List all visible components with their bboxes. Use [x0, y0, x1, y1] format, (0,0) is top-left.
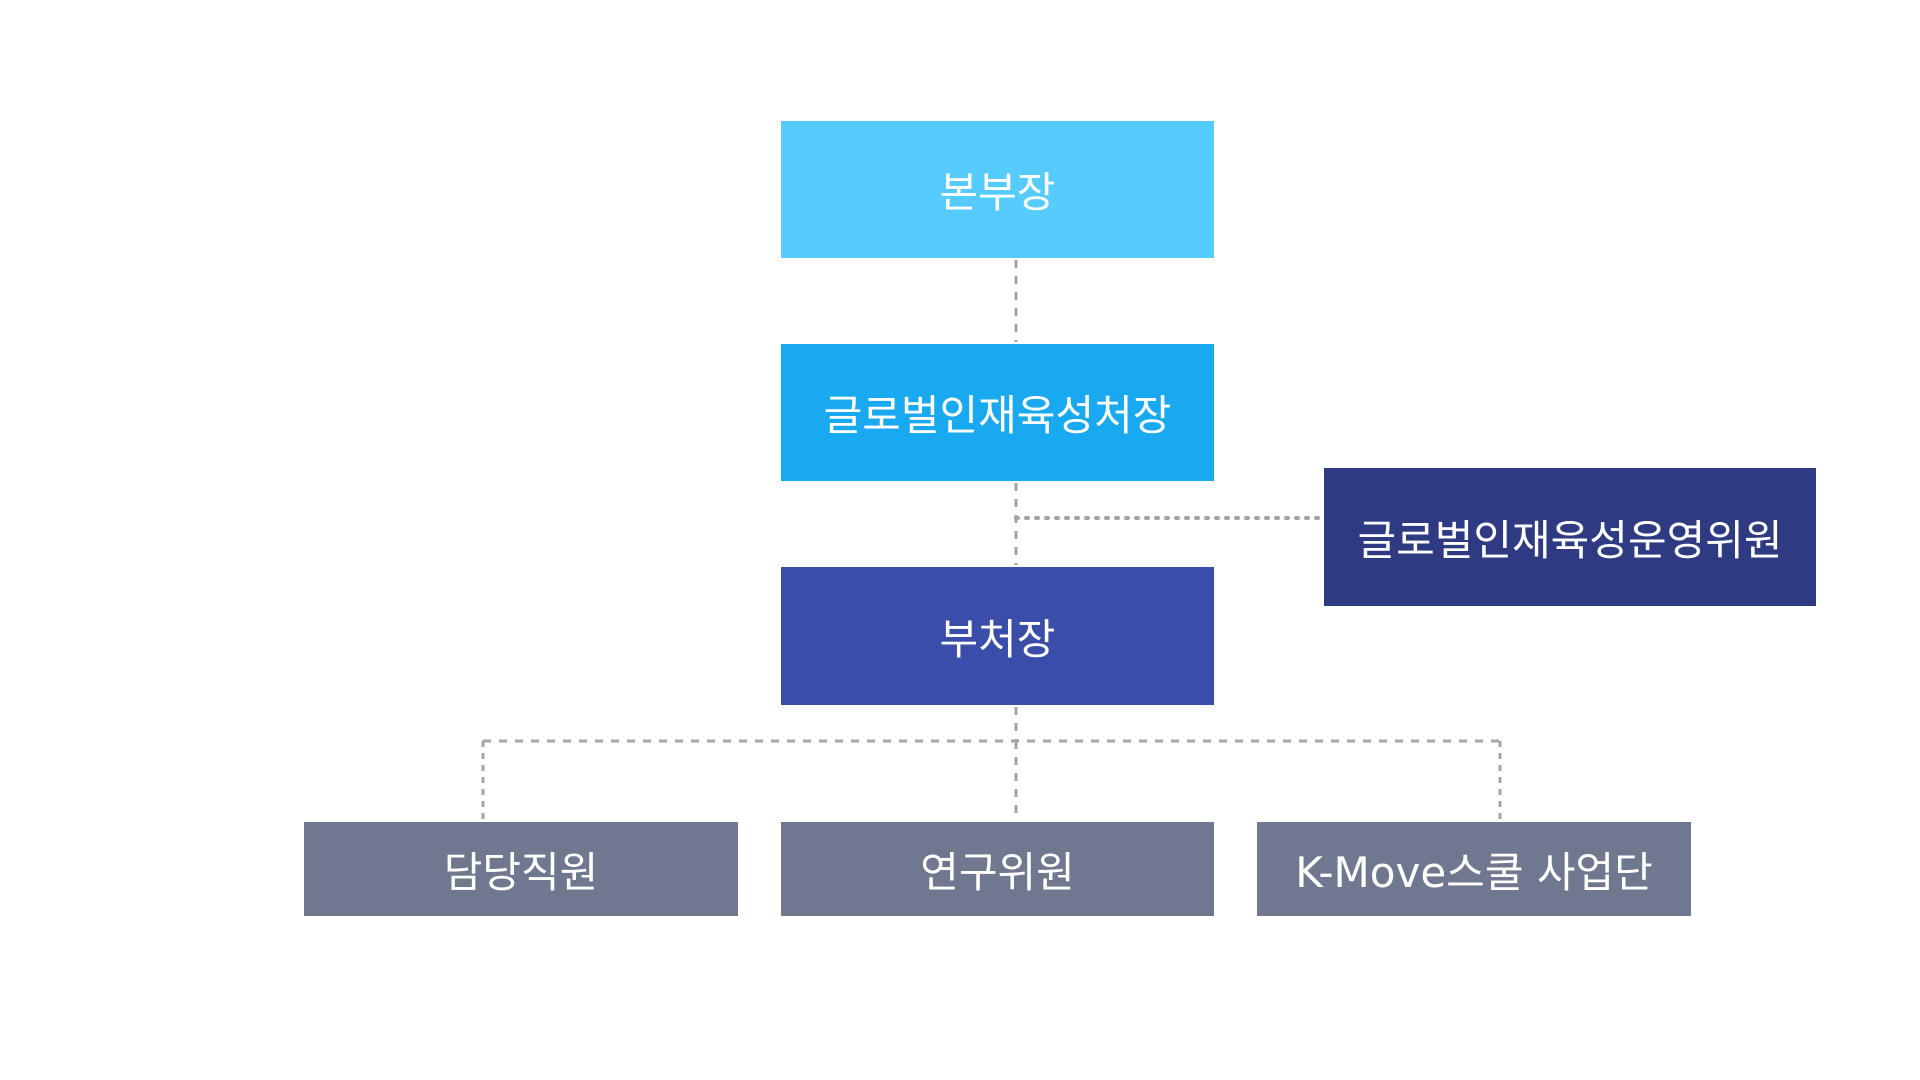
node-head-label: 본부장: [939, 168, 1056, 217]
node-deputy-label: 부처장: [939, 614, 1056, 664]
node-kmove-label: K-Move스쿨 사업단: [1295, 847, 1653, 897]
node-research: 연구위원: [781, 822, 1214, 916]
node-head: 본부장: [781, 121, 1214, 258]
node-committee: 글로벌인재육성운영위원: [1324, 468, 1816, 606]
node-committee-label: 글로벌인재육성운영위원: [1357, 515, 1783, 565]
node-research-label: 연구위원: [920, 847, 1075, 897]
node-kmove: K-Move스쿨 사업단: [1257, 822, 1691, 916]
node-director-label: 글로벌인재육성처장: [823, 391, 1172, 440]
node-director: 글로벌인재육성처장: [781, 344, 1214, 481]
node-staff: 담당직원: [304, 822, 738, 916]
node-staff-label: 담당직원: [443, 847, 599, 897]
node-deputy: 부처장: [781, 567, 1214, 705]
